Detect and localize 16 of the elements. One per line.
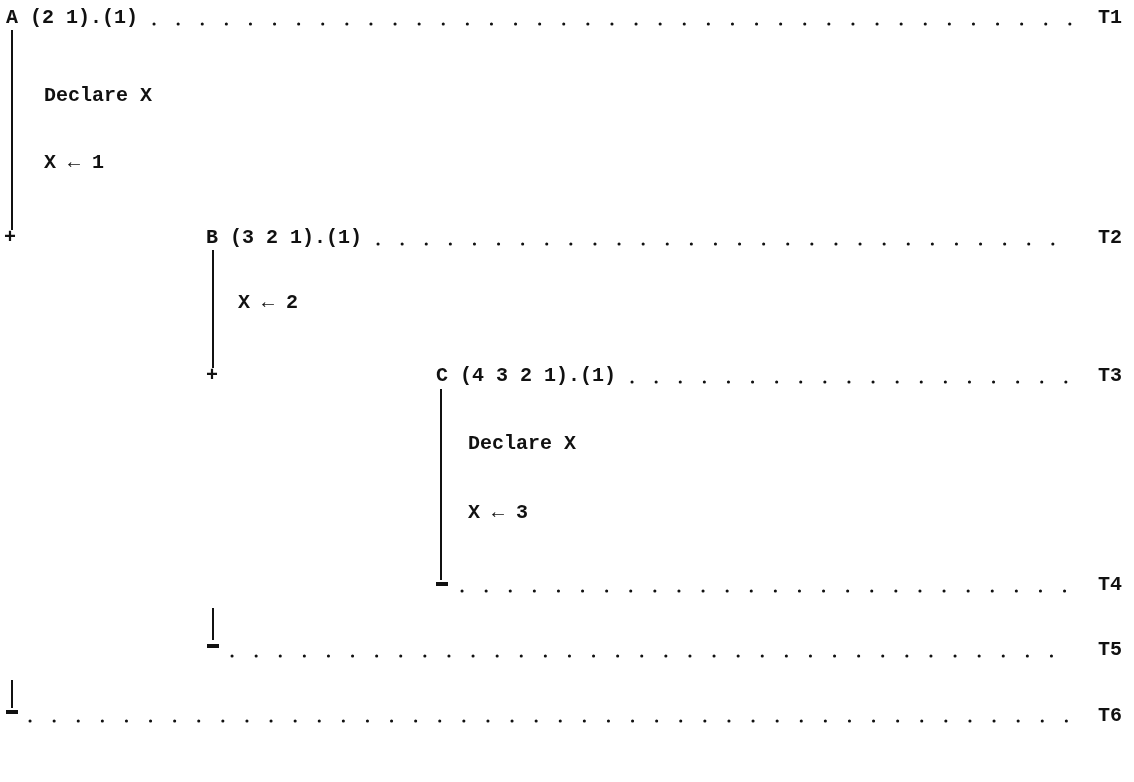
time-label: T2 [1098, 226, 1122, 250]
process-label: A (2 1).(1) [6, 6, 139, 30]
time-label: T5 [1098, 638, 1122, 662]
time-label: T1 [1098, 6, 1122, 30]
time-label: T3 [1098, 364, 1122, 388]
plus-sign: + [206, 364, 218, 388]
statement: X ← 1 [44, 151, 104, 175]
process-label: B (3 2 1).(1) [206, 226, 363, 250]
time-label: T6 [1098, 704, 1122, 728]
statement: Declare X [468, 432, 577, 456]
plus-sign: + [4, 226, 16, 250]
time-label: T4 [1098, 573, 1122, 597]
statement: X ← 2 [238, 291, 298, 315]
statement: Declare X [44, 84, 153, 108]
process-label: C (4 3 2 1).(1) [436, 364, 617, 388]
statement: X ← 3 [468, 501, 528, 525]
